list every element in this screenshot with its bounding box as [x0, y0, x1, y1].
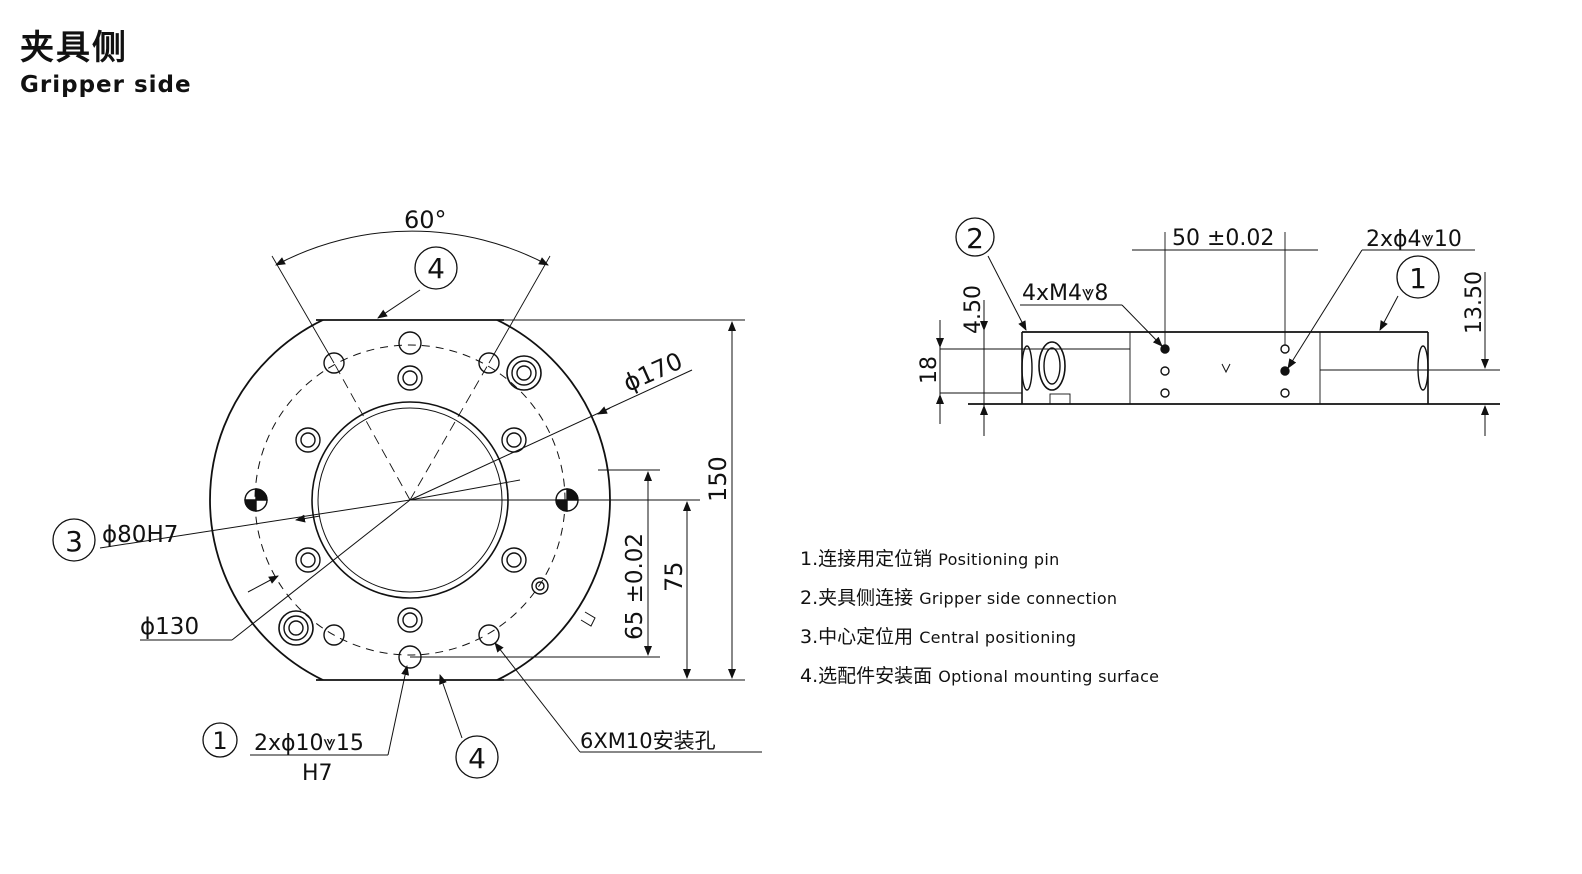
small-hole	[323, 624, 345, 646]
thread-spec: 4xM4⩔8	[1022, 281, 1108, 306]
small-hole	[478, 352, 500, 374]
dim-50-label: 50 ±0.02	[1172, 226, 1274, 251]
dia-80-leader	[99, 499, 411, 549]
legend-item: 1.连接用定位销 Positioning pin	[800, 548, 1060, 570]
dia-170-label: ϕ170	[619, 347, 687, 398]
front-view	[52, 230, 762, 779]
dim-450-label: 4.50	[961, 285, 986, 334]
callout-1: 1	[212, 727, 227, 755]
callout-circle	[455, 735, 499, 779]
dia-130-label: ϕ130	[140, 614, 199, 640]
callout-1-side: 1	[1409, 262, 1427, 295]
callout-circle	[414, 246, 458, 290]
angle-arc	[275, 230, 549, 266]
m10-hole	[501, 547, 527, 573]
m10-hole	[295, 427, 321, 453]
m10-hole	[397, 607, 423, 633]
small-hole	[531, 577, 549, 595]
callout-4-top: 4	[427, 252, 445, 285]
air-port	[506, 355, 542, 391]
legend: 1.连接用定位销 Positioning pin 2.夹具侧连接 Gripper…	[800, 540, 1159, 696]
legend-item: 3.中心定位用 Central positioning	[800, 626, 1077, 648]
dim-65-label: 65 ±0.02	[622, 533, 648, 640]
legend-item: 2.夹具侧连接 Gripper side connection	[800, 587, 1118, 609]
callout-circle	[202, 722, 238, 758]
m10-hole	[397, 365, 423, 391]
pin-spec-label: 2xϕ10⩔15	[254, 731, 364, 756]
callout-2: 2	[966, 222, 984, 255]
callout-3: 3	[65, 525, 83, 558]
side-view	[936, 217, 1500, 436]
callout-circle	[52, 518, 96, 562]
dim-18-label: 18	[917, 356, 942, 384]
callout-circle	[1396, 255, 1440, 299]
page-subtitle: Gripper side	[20, 72, 192, 98]
m10-hole	[295, 547, 321, 573]
dim-150-label: 150	[704, 456, 732, 502]
side-pin-spec: 2xϕ4⩔10	[1366, 227, 1462, 252]
pin-fit-label: H7	[302, 761, 333, 786]
dia-170-leader	[409, 369, 693, 501]
dim-1350-label: 13.50	[1462, 271, 1487, 334]
front-view-labels: 60° 4 3 1 4 ϕ170 ϕ80H7 ϕ130 150 75 65 ±0…	[65, 206, 732, 786]
air-port	[278, 610, 314, 646]
side-view-labels: 2 1 50 ±0.02 2xϕ4⩔10 4xM4⩔8 4.50 18 13.5…	[917, 222, 1487, 384]
hole-spec-label: 6XM10安装孔	[580, 729, 716, 753]
small-hole	[398, 331, 422, 355]
page-title: 夹具侧	[20, 28, 128, 68]
callout-circle	[955, 217, 995, 257]
dia-80-label: ϕ80H7	[102, 522, 178, 548]
small-hole	[323, 352, 345, 374]
small-hole	[478, 624, 500, 646]
center-mark-icon	[244, 488, 268, 512]
callout-4-bottom: 4	[468, 742, 486, 775]
legend-item: 4.选配件安装面 Optional mounting surface	[800, 665, 1160, 687]
angle-label: 60°	[404, 206, 447, 234]
dim-75-label: 75	[660, 561, 688, 592]
